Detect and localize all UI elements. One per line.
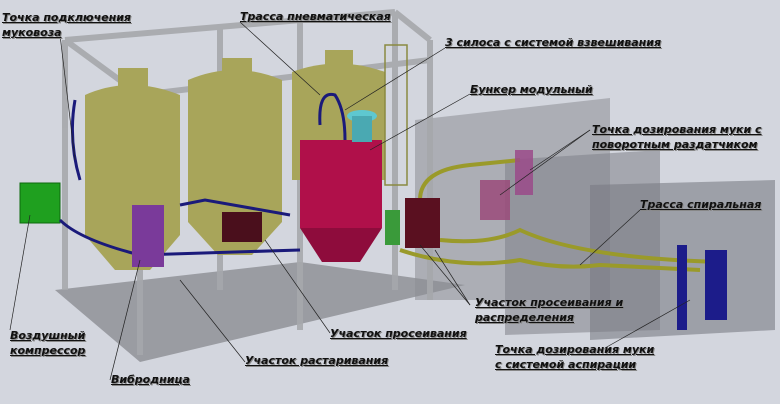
label-silos: 3 силоса с системой взвешивания	[445, 36, 662, 49]
label-spiral-route: Трасса спиральная	[640, 198, 762, 211]
label-line: муковоза	[2, 26, 62, 39]
label-air-compressor: Воздушный компрессор	[10, 328, 85, 358]
modular-hopper	[300, 110, 382, 262]
label-truck-connection: Точка подключения муковоза	[2, 10, 131, 40]
rotary-dosing-unit	[515, 150, 533, 195]
label-unpacking-area: Участок растаривания	[245, 354, 389, 367]
aspiration-dosing-unit	[705, 250, 727, 320]
label-line: распределения	[475, 311, 574, 324]
label-line: поворотным раздатчиком	[592, 138, 758, 151]
label-line: компрессор	[10, 344, 86, 357]
label-line: Точка дозирования муки	[495, 343, 655, 356]
label-line: Воздушный	[10, 329, 86, 342]
sifter-distribution	[405, 198, 440, 248]
label-line: Точка дозирования муки с	[592, 123, 762, 136]
label-sifting-area: Участок просеивания	[330, 327, 467, 340]
sifter	[222, 212, 262, 242]
rotary-dosing-unit	[480, 180, 510, 220]
ladder-cage	[384, 44, 408, 186]
air-compressor	[19, 182, 61, 224]
label-line: Участок просеивания и	[475, 296, 624, 309]
label-sifting-distribution: Участок просеивания и распределения	[475, 295, 623, 325]
green-sifter	[385, 210, 400, 245]
vibro-unit	[132, 205, 164, 267]
label-line: с системой аспирации	[495, 358, 637, 371]
leader-lines	[9, 21, 691, 381]
label-dosing-rotary: Точка дозирования муки с поворотным разда…	[592, 122, 762, 152]
aspiration-dosing-unit	[677, 245, 687, 330]
label-pneumatic-route: Трасса пневматическая	[240, 10, 391, 23]
label-line: Точка подключения	[2, 11, 131, 24]
label-vibro-bottom: Вибродница	[111, 373, 190, 386]
floor-slab	[55, 262, 465, 362]
label-modular-hopper: Бункер модульный	[470, 83, 593, 96]
spiral-pipes	[399, 158, 721, 272]
label-dosing-aspiration: Точка дозирования муки с системой аспирац…	[495, 342, 654, 372]
